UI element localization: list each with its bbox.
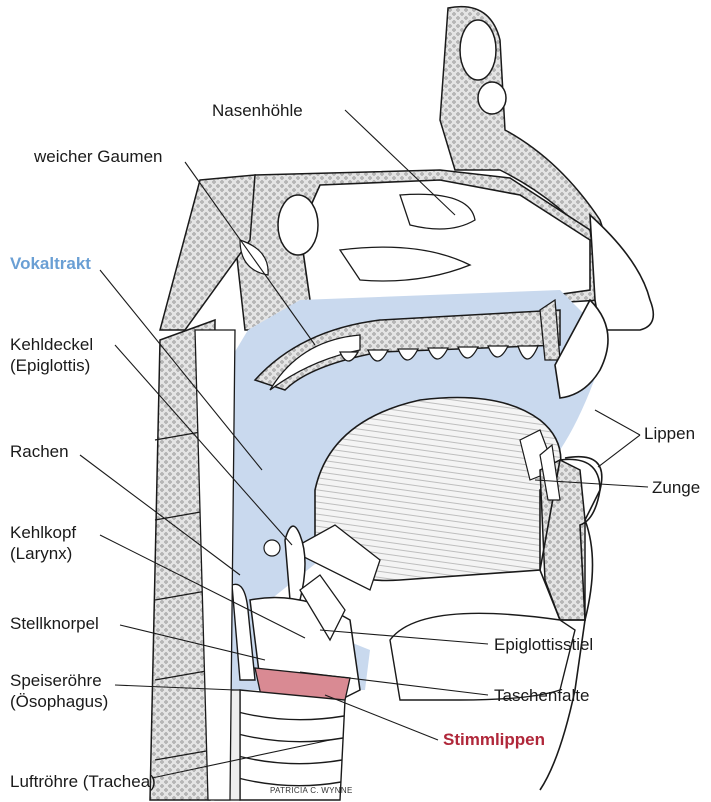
label-speiseroehre: Speiseröhre — [10, 670, 102, 691]
trachea — [238, 690, 345, 800]
label-kehldeckel-latin: (Epiglottis) — [10, 355, 90, 376]
label-taschenfalte: Taschenfalte — [494, 685, 589, 706]
label-kehlkopf-latin: (Larynx) — [10, 543, 72, 564]
label-zunge: Zunge — [652, 477, 700, 498]
label-stellknorpel: Stellknorpel — [10, 613, 99, 634]
label-kehldeckel: Kehldeckel — [10, 334, 93, 355]
illustrator-credit: PATRICIA C. WYNNE — [270, 786, 353, 795]
cervical-spine — [150, 320, 235, 800]
label-lippen: Lippen — [644, 423, 695, 444]
label-rachen: Rachen — [10, 441, 69, 462]
label-stimmlippen: Stimmlippen — [443, 729, 545, 750]
label-kehlkopf: Kehlkopf — [10, 522, 76, 543]
label-nasenhoehle: Nasenhöhle — [212, 100, 303, 121]
label-vokaltrakt: Vokaltrakt — [10, 253, 91, 274]
label-speiseroehre-latin: (Ösophagus) — [10, 691, 108, 712]
label-weicher-gaumen: weicher Gaumen — [34, 146, 163, 167]
label-luftroehre: Luftröhre (Trachea) — [10, 771, 156, 792]
label-epiglottisstiel: Epiglottisstiel — [494, 634, 593, 655]
